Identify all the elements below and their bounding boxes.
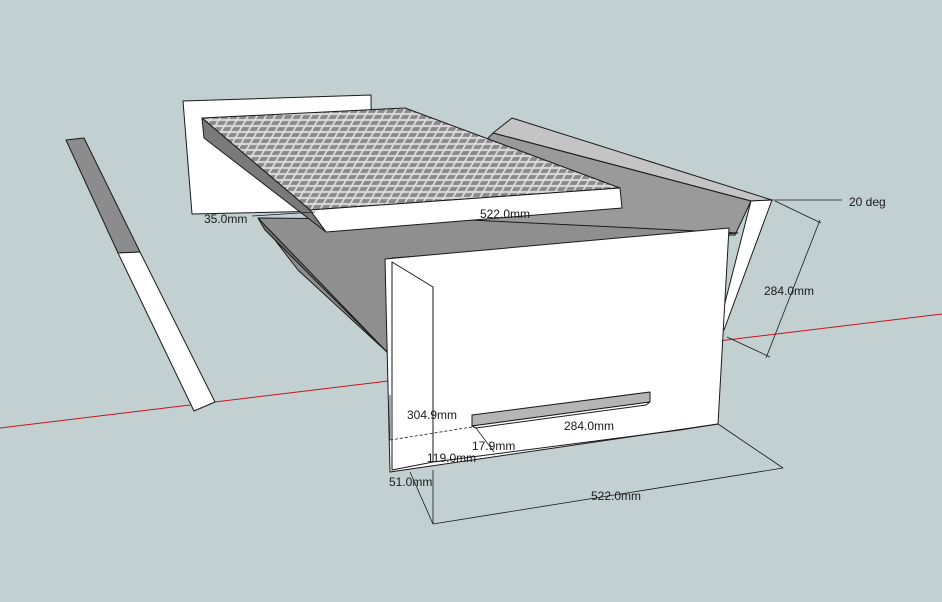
dim-slot-lines (475, 427, 495, 453)
dim-slot-length[interactable]: 284.0mm (564, 419, 614, 433)
left-board-dark[interactable] (65, 137, 141, 254)
front-slot-inner (471, 401, 651, 429)
left-board-light[interactable] (117, 251, 216, 412)
right-board-end[interactable] (717, 199, 773, 331)
dim-thickness-lines (251, 211, 316, 217)
dim-top-length[interactable]: 522.0mm (480, 207, 530, 221)
grid-panel-left-edge[interactable] (201, 117, 327, 233)
dim-angle[interactable]: 20 deg (849, 195, 886, 209)
dim-base-length[interactable]: 522.0mm (591, 489, 641, 503)
dim-side-height-lines (726, 200, 822, 359)
dim-slot-width[interactable]: 17.9mm (472, 439, 515, 453)
dim-thickness[interactable]: 35.0mm (204, 212, 247, 226)
dim-base-lines (409, 423, 784, 525)
front-board-face[interactable] (384, 227, 730, 473)
dim-front-height[interactable]: 304.9mm (407, 408, 457, 422)
dim-slot-offset[interactable]: 119.0mm (427, 451, 476, 465)
dim-front-height-lines (389, 395, 473, 441)
dim-side-height[interactable]: 284.0mm (764, 284, 814, 298)
dim-base-offset[interactable]: 51.0mm (389, 475, 432, 489)
